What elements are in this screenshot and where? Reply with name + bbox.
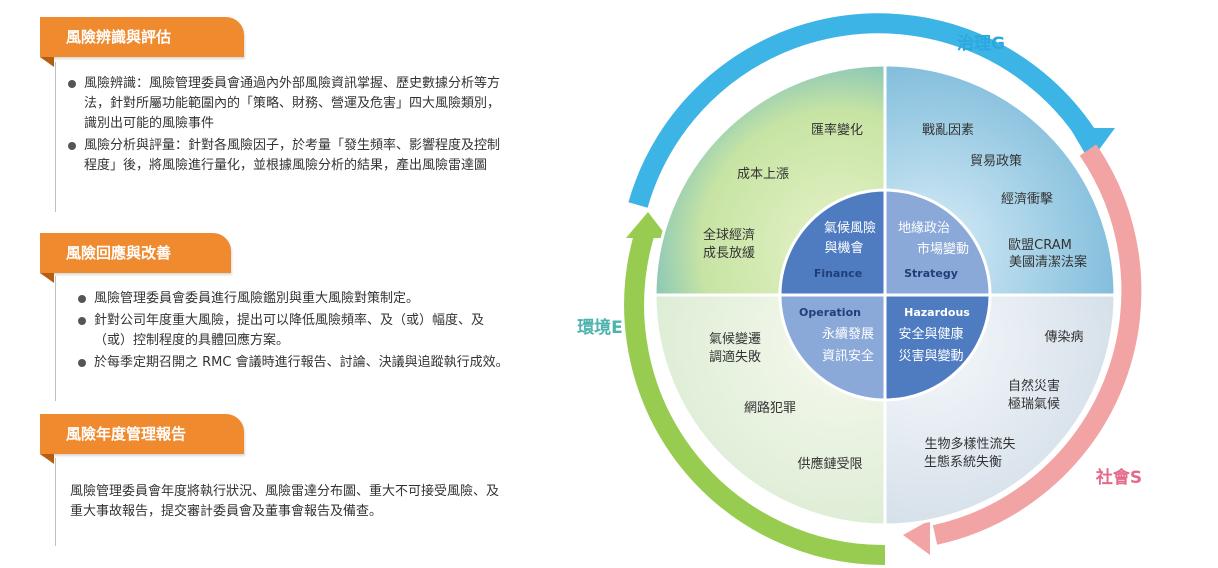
strategy-label-line-1: 地緣政治 xyxy=(898,221,950,236)
risk-response-list: 風險管理委員會委員進行風險鑑別與重大風險對策制定。 針對公司年度重大風險，提出可… xyxy=(76,289,512,375)
risk-label: 極瑞氣候 xyxy=(1008,396,1060,412)
list-item: 針對公司年度重大風險，提出可以降低風險頻率、及（或）幅度、及（或）控制程度的具體… xyxy=(76,311,512,351)
annual-report-text: 風險管理委員會年度將執行狀況、風險雷達分布圖、重大不可接受風險、及重大事故報告，… xyxy=(70,484,500,519)
risk-label: 戰亂因素 xyxy=(922,123,974,138)
section-divider-line xyxy=(55,62,56,212)
risk-label: 氣候變遷 xyxy=(709,331,761,347)
list-item: 風險管理委員會委員進行風險鑑別與重大風險對策制定。 xyxy=(76,289,512,309)
environment-label: 環境E xyxy=(577,317,623,338)
risk-label: 成本上漲 xyxy=(737,167,789,182)
risk-label: 生物多樣性流失 xyxy=(924,436,1015,452)
risk-label: 歐盟CRAM xyxy=(1008,238,1072,253)
risk-label: 網路犯罪 xyxy=(744,400,796,416)
strategy-label-en: Strategy xyxy=(904,267,958,280)
operation-label-line-1: 永續發展 xyxy=(822,327,874,342)
risk-label: 貿易政策 xyxy=(970,153,1022,169)
section-title-risk-identification: 風險辨識與評估 xyxy=(40,17,244,67)
section-title-annual-report: 風險年度管理報告 xyxy=(40,414,244,464)
finance-label-en: Finance xyxy=(814,267,862,280)
center-strategy xyxy=(883,188,992,297)
hazardous-label-line-1: 安全與健康 xyxy=(898,326,963,342)
list-item: 於每季定期召開之 RMC 會議時進行報告、討論、決議與追蹤執行成效。 xyxy=(76,353,512,373)
governance-label: 治理G xyxy=(957,33,1005,54)
list-item: 風險辨識：風險管理委員會通過內外部風險資訊掌握、歷史數據分析等方法，針對所屬功能… xyxy=(66,74,512,134)
strategy-label-line-2: 市場變動 xyxy=(917,241,969,257)
risk-label: 美國清潔法案 xyxy=(1009,255,1087,270)
operation-label-en: Operation xyxy=(799,306,861,319)
risk-label: 成長放緩 xyxy=(703,246,755,261)
center-finance xyxy=(778,188,887,297)
risk-label: 供應鏈受限 xyxy=(797,456,862,472)
risk-label: 生態系統失衡 xyxy=(924,454,1002,470)
center-hazardous xyxy=(883,293,992,402)
section-divider-line xyxy=(55,458,56,546)
governance-arc xyxy=(628,13,1099,208)
governance-arrowhead xyxy=(1070,128,1115,162)
social-arc xyxy=(932,144,1142,545)
operation-label-line-2: 資訊安全 xyxy=(822,348,874,364)
environment-arrowhead xyxy=(626,212,668,238)
risk-identification-list: 風險辨識：風險管理委員會通過內外部風險資訊掌握、歷史數據分析等方法，針對所屬功能… xyxy=(66,74,512,178)
list-item: 風險分析與評量：針對各風險因子，於考量「發生頻率、影響程度及控制程度」後，將風險… xyxy=(66,136,512,176)
risk-label: 經濟衝擊 xyxy=(1001,191,1053,207)
hazardous-label-en: Hazardous xyxy=(904,306,970,319)
risk-label: 傳染病 xyxy=(1044,330,1083,345)
section-divider-line xyxy=(55,276,56,401)
risk-label: 匯率變化 xyxy=(811,122,863,138)
hazardous-label-line-2: 災害與變動 xyxy=(898,348,963,364)
center-operation xyxy=(778,293,887,402)
finance-label-line-2: 與機會 xyxy=(824,241,863,256)
social-label: 社會S xyxy=(1095,467,1142,488)
risk-label: 自然災害 xyxy=(1008,378,1060,394)
finance-label-line-1: 氣候風險 xyxy=(824,221,876,236)
section-title-risk-response: 風險回應與改善 xyxy=(40,233,231,283)
environment-arc xyxy=(624,229,886,566)
risk-label: 全球經濟 xyxy=(703,227,755,243)
social-arrowhead xyxy=(903,520,930,555)
risk-label: 調適失敗 xyxy=(709,349,761,365)
